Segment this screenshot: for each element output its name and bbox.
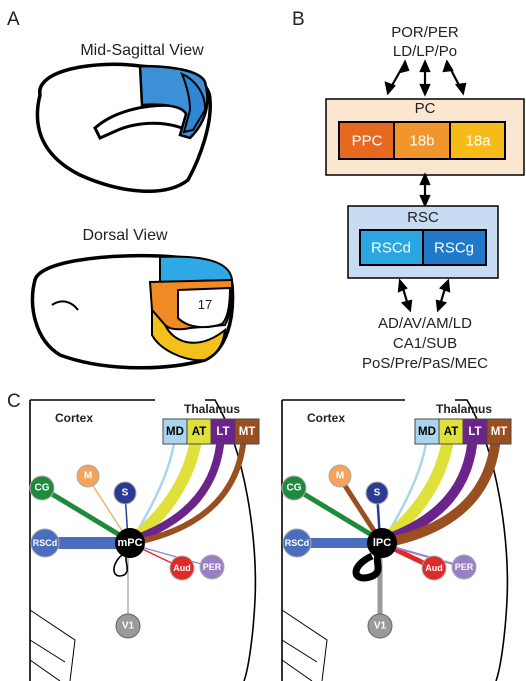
- right-node-per: PER: [455, 562, 474, 572]
- left-node-cg: CG: [35, 483, 50, 494]
- right-thal-mt: MT: [491, 426, 508, 438]
- pc-rsc-arrow: [419, 172, 431, 208]
- right-thalamus-label: Thalamus: [436, 402, 492, 416]
- left-node-v1: V1: [122, 621, 135, 632]
- top-arrows: [384, 59, 467, 97]
- right-hub-lpc: lPC: [373, 537, 391, 549]
- bottom-arrows: [397, 278, 451, 313]
- left-cortex-label: Cortex: [55, 411, 93, 425]
- sagittal-title: Mid-Sagittal View: [80, 42, 204, 59]
- right-node-aud: Aud: [425, 563, 443, 573]
- area-17-label: 17: [198, 297, 212, 312]
- rsc-area-rscg: RSCg: [434, 240, 474, 257]
- sagittal-brain: [35, 62, 212, 193]
- right-node-s: S: [374, 488, 381, 499]
- pc-title: PC: [415, 100, 436, 117]
- left-thal-at: AT: [192, 426, 206, 438]
- left-node-per: PER: [203, 562, 222, 572]
- right-node-cg: CG: [287, 483, 302, 494]
- left-thalamus-label: Thalamus: [184, 402, 240, 416]
- left-node-s: S: [122, 488, 129, 499]
- left-thal-mt: MT: [239, 426, 256, 438]
- left-hub-mpc: mPC: [117, 537, 142, 549]
- bottom-line-3: PoS/Pre/PaS/MEC: [362, 355, 488, 372]
- rsc-area-rscd: RSCd: [371, 240, 411, 257]
- left-thal-lt: LT: [216, 426, 229, 438]
- bottom-line-1: AD/AV/AM/LD: [378, 315, 472, 332]
- bottom-line-2: CA1/SUB: [393, 335, 457, 352]
- panel-b-letter: B: [292, 9, 305, 30]
- left-node-rscd: RSCd: [33, 538, 58, 548]
- pc-area-ppc: PPC: [352, 133, 383, 150]
- dorsal-brain: 17: [30, 253, 235, 370]
- pc-area-18a: 18a: [465, 133, 491, 150]
- right-node-rscd: RSCd: [285, 538, 310, 548]
- left-node-aud: Aud: [173, 563, 191, 573]
- pc-areas: PPC 18b 18a: [338, 121, 506, 160]
- left-node-m: M: [84, 471, 92, 482]
- panel-c-letter: C: [7, 391, 21, 412]
- right-thal-at: AT: [444, 426, 458, 438]
- right-node-m: M: [336, 471, 344, 482]
- right-network: Cortex Thalamus MD AT LT MT CG M S: [281, 399, 512, 681]
- rsc-areas: RSCd RSCg: [359, 229, 487, 266]
- left-network: Cortex Thalamus MD AT LT MT CG: [29, 399, 260, 681]
- rsc-title: RSC: [407, 209, 439, 226]
- area-17-region: [177, 286, 232, 329]
- right-thal-lt: LT: [468, 426, 481, 438]
- right-cortex-label: Cortex: [307, 411, 345, 425]
- panel-a-letter: A: [7, 9, 20, 30]
- pc-area-18b: 18b: [409, 133, 434, 150]
- top-line-1: POR/PER: [391, 24, 459, 41]
- top-line-2: LD/LP/Po: [393, 43, 457, 60]
- right-node-v1: V1: [374, 621, 387, 632]
- left-thal-md: MD: [166, 426, 184, 438]
- right-thal-md: MD: [418, 426, 436, 438]
- dorsal-title: Dorsal View: [82, 227, 168, 244]
